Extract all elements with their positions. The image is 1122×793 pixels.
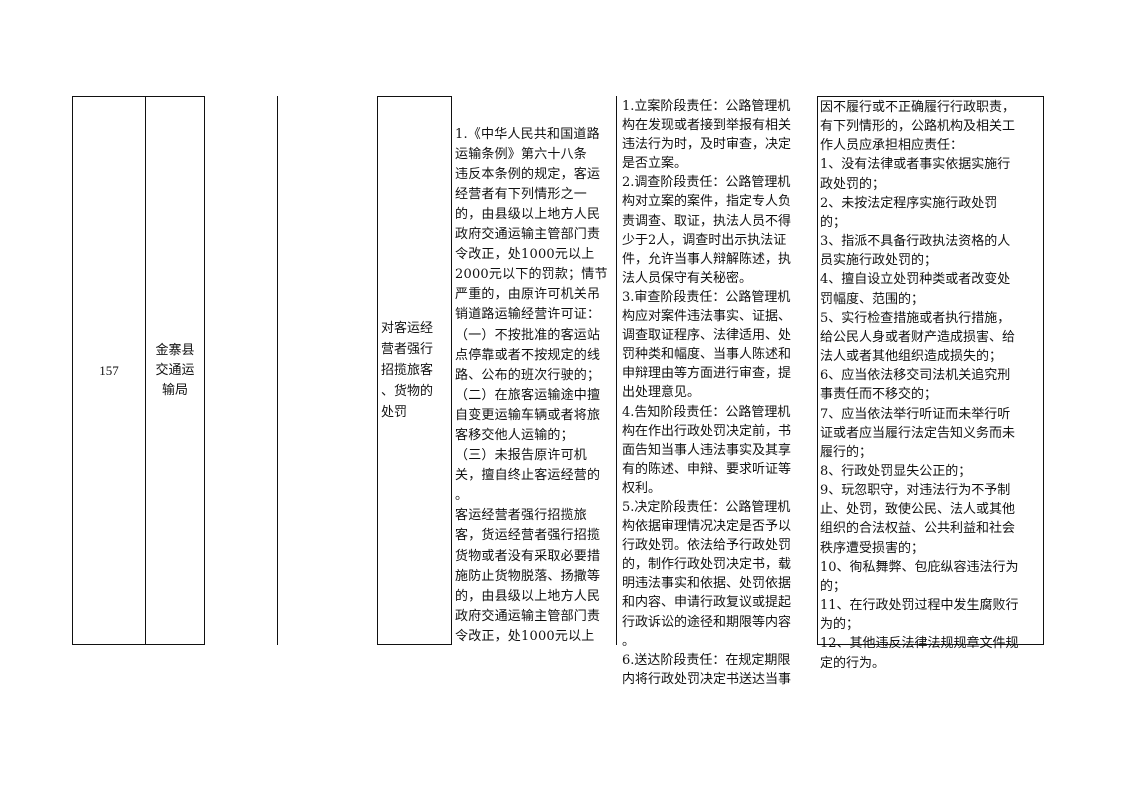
grid-line <box>1043 96 1044 645</box>
legal-basis-text: 1.《中华人民共和国道路 运输条例》第六十八条 违反本条例的规定，客运 经营者有… <box>455 126 608 644</box>
grid-line <box>145 96 204 97</box>
grid-line <box>817 96 818 645</box>
grid-line <box>817 96 1044 97</box>
department-text: 金寨县 交通运 输局 <box>155 342 195 398</box>
accountability-text: 因不履行或不正确履行行政职责， 有下列情形的，公路机构及相关工 作人员应承担相应… <box>820 100 1019 671</box>
accountability-cell: 因不履行或不正确履行行政职责， 有下列情形的，公路机构及相关工 作人员应承担相应… <box>820 98 1042 671</box>
grid-line <box>145 644 204 645</box>
grid-line <box>72 96 145 97</box>
grid-line <box>377 96 451 97</box>
grid-line <box>451 96 452 645</box>
responsibilities-cell: 1.立案阶段责任：公路管理机 构在发现或者接到举报有相关 违法行为时，及时审查，… <box>622 97 812 687</box>
grid-line <box>377 96 378 645</box>
grid-line <box>277 96 278 645</box>
grid-line <box>145 96 146 645</box>
item-name-cell: 对客运经 营者强行 招揽旅客 、货物的 处罚 <box>381 98 449 643</box>
grid-line <box>377 644 451 645</box>
department-cell: 金寨县 交通运 输局 <box>147 98 203 643</box>
row-number-text: 157 <box>99 362 119 378</box>
grid-line <box>72 644 145 645</box>
grid-line <box>72 96 73 645</box>
grid-line <box>817 644 1044 645</box>
legal-basis-cell: 1.《中华人民共和国道路 运输条例》第六十八条 违反本条例的规定，客运 经营者有… <box>455 98 615 644</box>
item-name-text: 对客运经 营者强行 招揽旅客 、货物的 处罚 <box>381 321 434 420</box>
grid-line <box>204 96 205 645</box>
responsibilities-text: 1.立案阶段责任：公路管理机 构在发现或者接到举报有相关 违法行为时，及时审查，… <box>622 99 792 687</box>
row-number: 157 <box>74 98 144 643</box>
grid-line <box>616 96 617 645</box>
